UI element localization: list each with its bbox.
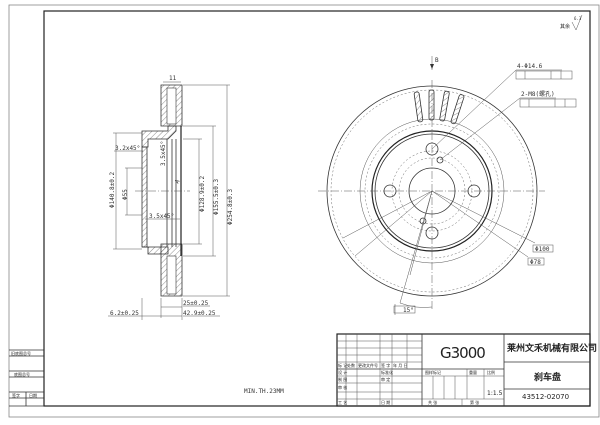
dim-chamfer2: 3.5x45° — [160, 141, 167, 166]
callout2-text: 2-M8(螺孔) — [521, 90, 555, 98]
hdr-approve: 日 期 — [381, 400, 391, 405]
scale-value: 1:1.5 — [487, 390, 503, 397]
hdr-sheets-total: 共 张 — [428, 400, 438, 405]
hdr-review: 审 定 — [381, 377, 391, 382]
hdr-process: 工 艺 — [338, 400, 348, 405]
hdr-count: 处数 — [347, 363, 355, 368]
side-strip — [9, 349, 44, 406]
dim-thick1: 25±0.25 — [183, 300, 209, 307]
hdr-sheet-no: 第 张 — [470, 400, 480, 405]
section-view: 11 Φ254.8±0.3 Φ155.5±0.3 Φ128.9±0.2 Φ140… — [108, 75, 234, 320]
dim-angle: 15° — [403, 307, 414, 314]
side-sign: 签字 — [12, 393, 20, 398]
drawing-number: 43512-02070 — [522, 393, 570, 401]
company-name: 莱州文禾机械有限公司 — [507, 344, 598, 354]
callout1-text: 4-Φ14.6 — [517, 63, 543, 70]
dim-pcd-100: Φ100 — [535, 246, 550, 253]
part-code: G3000 — [440, 344, 486, 362]
hdr-sign: 签 字 — [381, 363, 391, 368]
hdr-standard: 标准化 — [381, 370, 393, 375]
hdr-stage: 图样标记 — [425, 370, 441, 375]
roughness-value: 6.3 — [574, 16, 582, 21]
drawing-frame — [43, 10, 591, 407]
callout-m8-holes: 2-M8(螺孔) — [519, 90, 577, 108]
hdr-date: 年 月 日 — [393, 363, 408, 368]
dim-chamfer1: 3.2x45° — [115, 145, 140, 152]
hdr-check: 审 核 — [338, 385, 348, 390]
hdr-change-doc: 更改文件号 — [358, 363, 378, 368]
side-old-base-no: 旧底图总号 — [11, 351, 31, 356]
part-name: 刹车盘 — [534, 373, 562, 383]
dim-width-top: 11 — [169, 75, 177, 82]
datum-a: A — [174, 178, 182, 185]
hdr-weight: 重量 — [469, 370, 477, 375]
hdr-drawing: 制 图 — [338, 377, 348, 382]
dim-offset: 6.2±0.25 — [110, 310, 139, 317]
side-date: 日期 — [29, 393, 37, 398]
dim-d2: Φ55 — [122, 189, 129, 200]
dim-d1: Φ140.8±0.2 — [109, 171, 116, 208]
dim-d4: Φ155.5±0.3 — [213, 178, 220, 215]
title-block — [336, 333, 591, 407]
side-base-no: 底图总号 — [14, 372, 30, 377]
dim-thick2: 42.9±0.25 — [183, 310, 216, 317]
dim-chamfer3: 3.5x45° — [149, 213, 174, 220]
dim-d5: Φ254.8±0.3 — [227, 188, 234, 225]
datum-b: B — [435, 57, 439, 64]
paper-edge — [8, 4, 600, 418]
hdr-design: 设 计 — [338, 370, 348, 375]
roughness-label: 其余 — [560, 23, 570, 30]
dim-d3: Φ128.9±0.2 — [199, 175, 206, 212]
dim-pcd-78: Φ78 — [530, 259, 541, 266]
hdr-ratio: 比例 — [487, 370, 495, 375]
callout-lug-holes: 4-Φ14.6 — [515, 63, 573, 80]
min-thickness-note: MIN.TH.23MM — [244, 388, 284, 395]
front-view: B — [318, 56, 545, 315]
hdr-mark: 标 记 — [338, 363, 348, 368]
